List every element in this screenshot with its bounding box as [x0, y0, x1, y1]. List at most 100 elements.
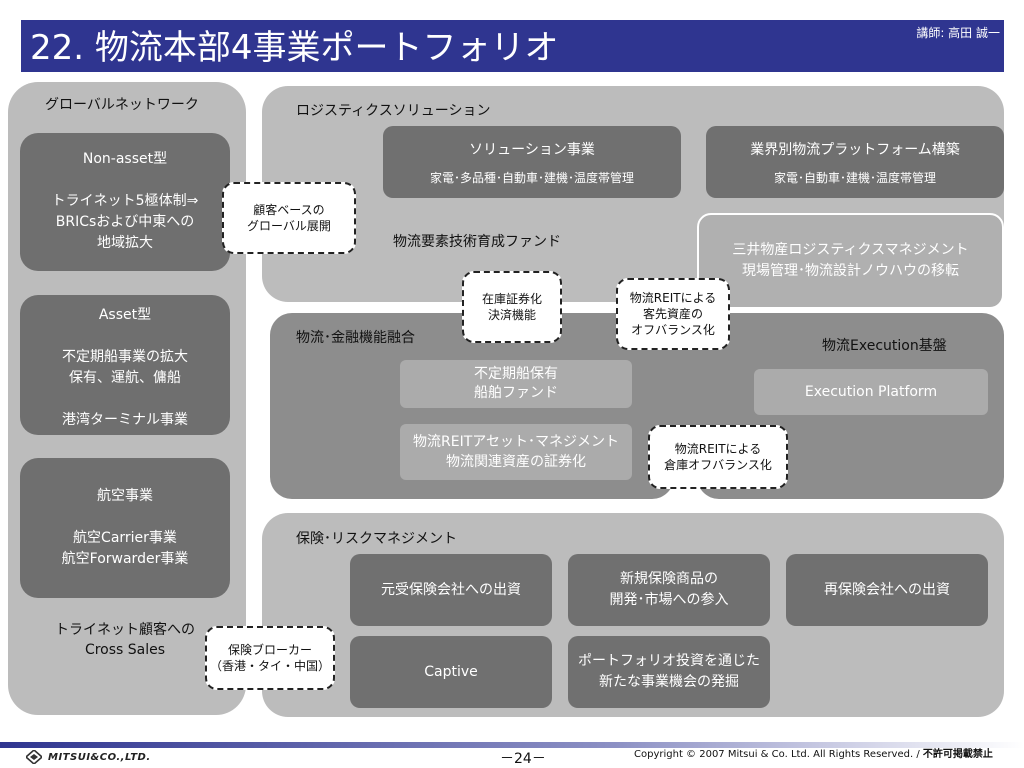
text-line: 倉庫オフバランス化	[664, 458, 772, 472]
text-line: Cross Sales	[84, 642, 166, 658]
text-line	[20, 326, 230, 347]
page-title: 22. 物流本部4事業ポートフォリオ	[30, 28, 559, 68]
air-lines: 航空事業 航空Carrier事業航空Forwarder事業	[20, 486, 230, 570]
text-line: 客先資産の	[642, 307, 703, 321]
text-line: トライネット顧客への	[55, 622, 195, 638]
mitsui-logistics-lines: 三井物産ロジスティクスマネジメント現場管理･物流設計ノウハウの移転	[732, 240, 968, 282]
text-line: グローバル展開	[247, 219, 331, 233]
text-line: 航空Forwarder事業	[61, 551, 189, 567]
nonasset-box: Non-asset型 トライネット5極体制⇒ BRICsおよび中東への地域拡大	[20, 133, 230, 271]
text-line	[20, 507, 230, 528]
text-line: Captive	[424, 663, 478, 680]
text-line: 新規保険商品の	[620, 571, 718, 587]
logistics-solution-title: ロジスティクスソリューション	[296, 103, 491, 119]
text-line: Asset型	[98, 307, 152, 323]
lecturer-name: 講師: 高田 誠一	[916, 26, 1000, 40]
title-banner	[21, 20, 1004, 72]
global-network-title: グローバルネットワーク	[45, 97, 199, 113]
text-line: 航空事業	[97, 488, 153, 504]
text-line: オフバランス化	[631, 323, 715, 337]
page-number: －24－	[500, 751, 546, 767]
insurer-investment-lines: 元受保険会社への出資	[381, 580, 521, 601]
execution-platform-label: Execution Platform	[804, 384, 938, 400]
captive-box: Captive	[350, 636, 552, 708]
nonasset-lines: Non-asset型 トライネット5極体制⇒ BRICsおよび中東への地域拡大	[20, 149, 230, 254]
cross-sales-text: トライネット顧客への Cross Sales	[20, 620, 230, 660]
execution-title: 物流Execution基盤	[822, 338, 947, 354]
text-line: BRICsおよび中東への	[55, 214, 195, 230]
industry-platform-sub: 家電･自動車･建機･温度帯管理	[773, 170, 936, 185]
text-line: 現場管理･物流設計ノウハウの移転	[741, 263, 959, 279]
text-line: 不定期船保有	[474, 366, 558, 382]
solution-business-title: ソリューション事業	[469, 141, 595, 158]
air-box: 航空事業 航空Carrier事業航空Forwarder事業	[20, 458, 230, 598]
global-expansion-lines: 顧客ベースのグローバル展開	[247, 202, 331, 234]
company-logo: MITSUI&CO.,LTD.	[26, 750, 151, 764]
text-line: 物流REITによる	[674, 442, 762, 456]
mitsui-logo-icon	[26, 750, 42, 764]
reinsurance-lines: 再保険会社への出資	[824, 580, 950, 601]
portfolio-investment-box: ポートフォリオ投資を通じた新たな事業機会の発掘	[568, 636, 770, 708]
text-line: 物流REITアセット･マネジメント	[413, 434, 619, 450]
footer-bar	[0, 742, 1024, 748]
restricted-text: 不許可掲載禁止	[922, 749, 993, 760]
reit-warehouse-note: 物流REITによる倉庫オフバランス化	[648, 425, 788, 489]
text-line: 航空Carrier事業	[73, 530, 177, 546]
inventory-securitization-lines: 在庫証券化決済機能	[482, 291, 542, 323]
text-line	[20, 389, 230, 410]
reit-asset-box: 物流REITアセット･マネジメント物流関連資産の証券化	[400, 424, 632, 480]
text-line: 新たな事業機会の発掘	[599, 674, 739, 690]
copyright-text: Copyright © 2007 Mitsui & Co. Ltd. All R…	[634, 749, 923, 760]
ship-fund-lines: 不定期船保有船舶ファンド	[474, 365, 558, 403]
inventory-securitization-note: 在庫証券化決済機能	[462, 271, 562, 343]
industry-platform-box: 業界別物流プラットフォーム構築 家電･自動車･建機･温度帯管理	[706, 126, 1004, 198]
text-line: 船舶ファンド	[474, 385, 558, 401]
text-line: 地域拡大	[97, 235, 153, 251]
text-line: ポートフォリオ投資を通じた	[578, 653, 760, 669]
text-line: 保有、運航、傭船	[69, 370, 181, 386]
cross-sales-lines: トライネット顧客への Cross Sales	[20, 620, 230, 660]
text-line: 保険ブローカー	[227, 643, 312, 657]
reit-client-asset-lines: 物流REITによる客先資産のオフバランス化	[630, 290, 716, 338]
text-line: Non-asset型	[82, 151, 168, 167]
text-line: 決済機能	[487, 308, 536, 322]
mitsui-logistics-box: 三井物産ロジスティクスマネジメント現場管理･物流設計ノウハウの移転	[697, 213, 1004, 309]
text-line: 不定期船事業の拡大	[62, 349, 188, 365]
reit-warehouse-lines: 物流REITによる倉庫オフバランス化	[664, 441, 772, 473]
reit-asset-lines: 物流REITアセット･マネジメント物流関連資産の証券化	[413, 432, 619, 472]
finance-title: 物流･金融機能融合	[296, 330, 415, 346]
reit-client-asset-note: 物流REITによる客先資産のオフバランス化	[616, 278, 730, 350]
execution-platform-box: Execution Platform	[754, 369, 988, 415]
insurance-title: 保険･リスクマネジメント	[296, 531, 457, 547]
text-line	[20, 170, 230, 191]
text-line: 再保険会社への出資	[824, 581, 950, 598]
global-expansion-note: 顧客ベースのグローバル展開	[222, 182, 356, 254]
reinsurance-box: 再保険会社への出資	[786, 554, 988, 626]
industry-platform-title: 業界別物流プラットフォーム構築	[750, 141, 960, 158]
new-insurance-lines: 新規保険商品の開発･市場への参入	[610, 569, 729, 611]
company-logo-text: MITSUI&CO.,LTD.	[48, 751, 151, 763]
text-line: （香港・タイ・中国）	[209, 659, 330, 673]
text-line: 港湾ターミナル事業	[62, 412, 188, 428]
asset-lines: Asset型 不定期船事業の拡大保有、運航、傭船 港湾ターミナル事業	[20, 305, 230, 431]
text-line: トライネット5極体制⇒	[51, 193, 199, 209]
text-line: 元受保険会社への出資	[381, 581, 521, 598]
solution-business-box: ソリューション事業 家電･多品種･自動車･建機･温度帯管理	[383, 126, 681, 198]
insurance-broker-note: 保険ブローカー （香港・タイ・中国）	[205, 626, 335, 690]
solution-business-sub: 家電･多品種･自動車･建機･温度帯管理	[429, 170, 634, 185]
insurance-broker-lines: 保険ブローカー （香港・タイ・中国）	[210, 642, 330, 674]
text-line: 物流関連資産の証券化	[445, 454, 586, 470]
insurer-investment-box: 元受保険会社への出資	[350, 554, 552, 626]
text-line: 三井物産ロジスティクスマネジメント	[732, 242, 969, 258]
asset-box: Asset型 不定期船事業の拡大保有、運航、傭船 港湾ターミナル事業	[20, 295, 230, 435]
text-line: 物流REITによる	[629, 291, 717, 305]
copyright-notice: Copyright © 2007 Mitsui & Co. Ltd. All R…	[634, 745, 993, 760]
text-line: 在庫証券化	[481, 292, 542, 306]
text-line: 顧客ベースの	[253, 203, 325, 217]
captive-lines: Captive	[424, 662, 478, 683]
ship-fund-box: 不定期船保有船舶ファンド	[400, 360, 632, 408]
fund-label: 物流要素技術育成ファンド	[393, 234, 561, 250]
new-insurance-box: 新規保険商品の開発･市場への参入	[568, 554, 770, 626]
text-line: 開発･市場への参入	[609, 592, 729, 608]
portfolio-investment-lines: ポートフォリオ投資を通じた新たな事業機会の発掘	[578, 651, 760, 693]
